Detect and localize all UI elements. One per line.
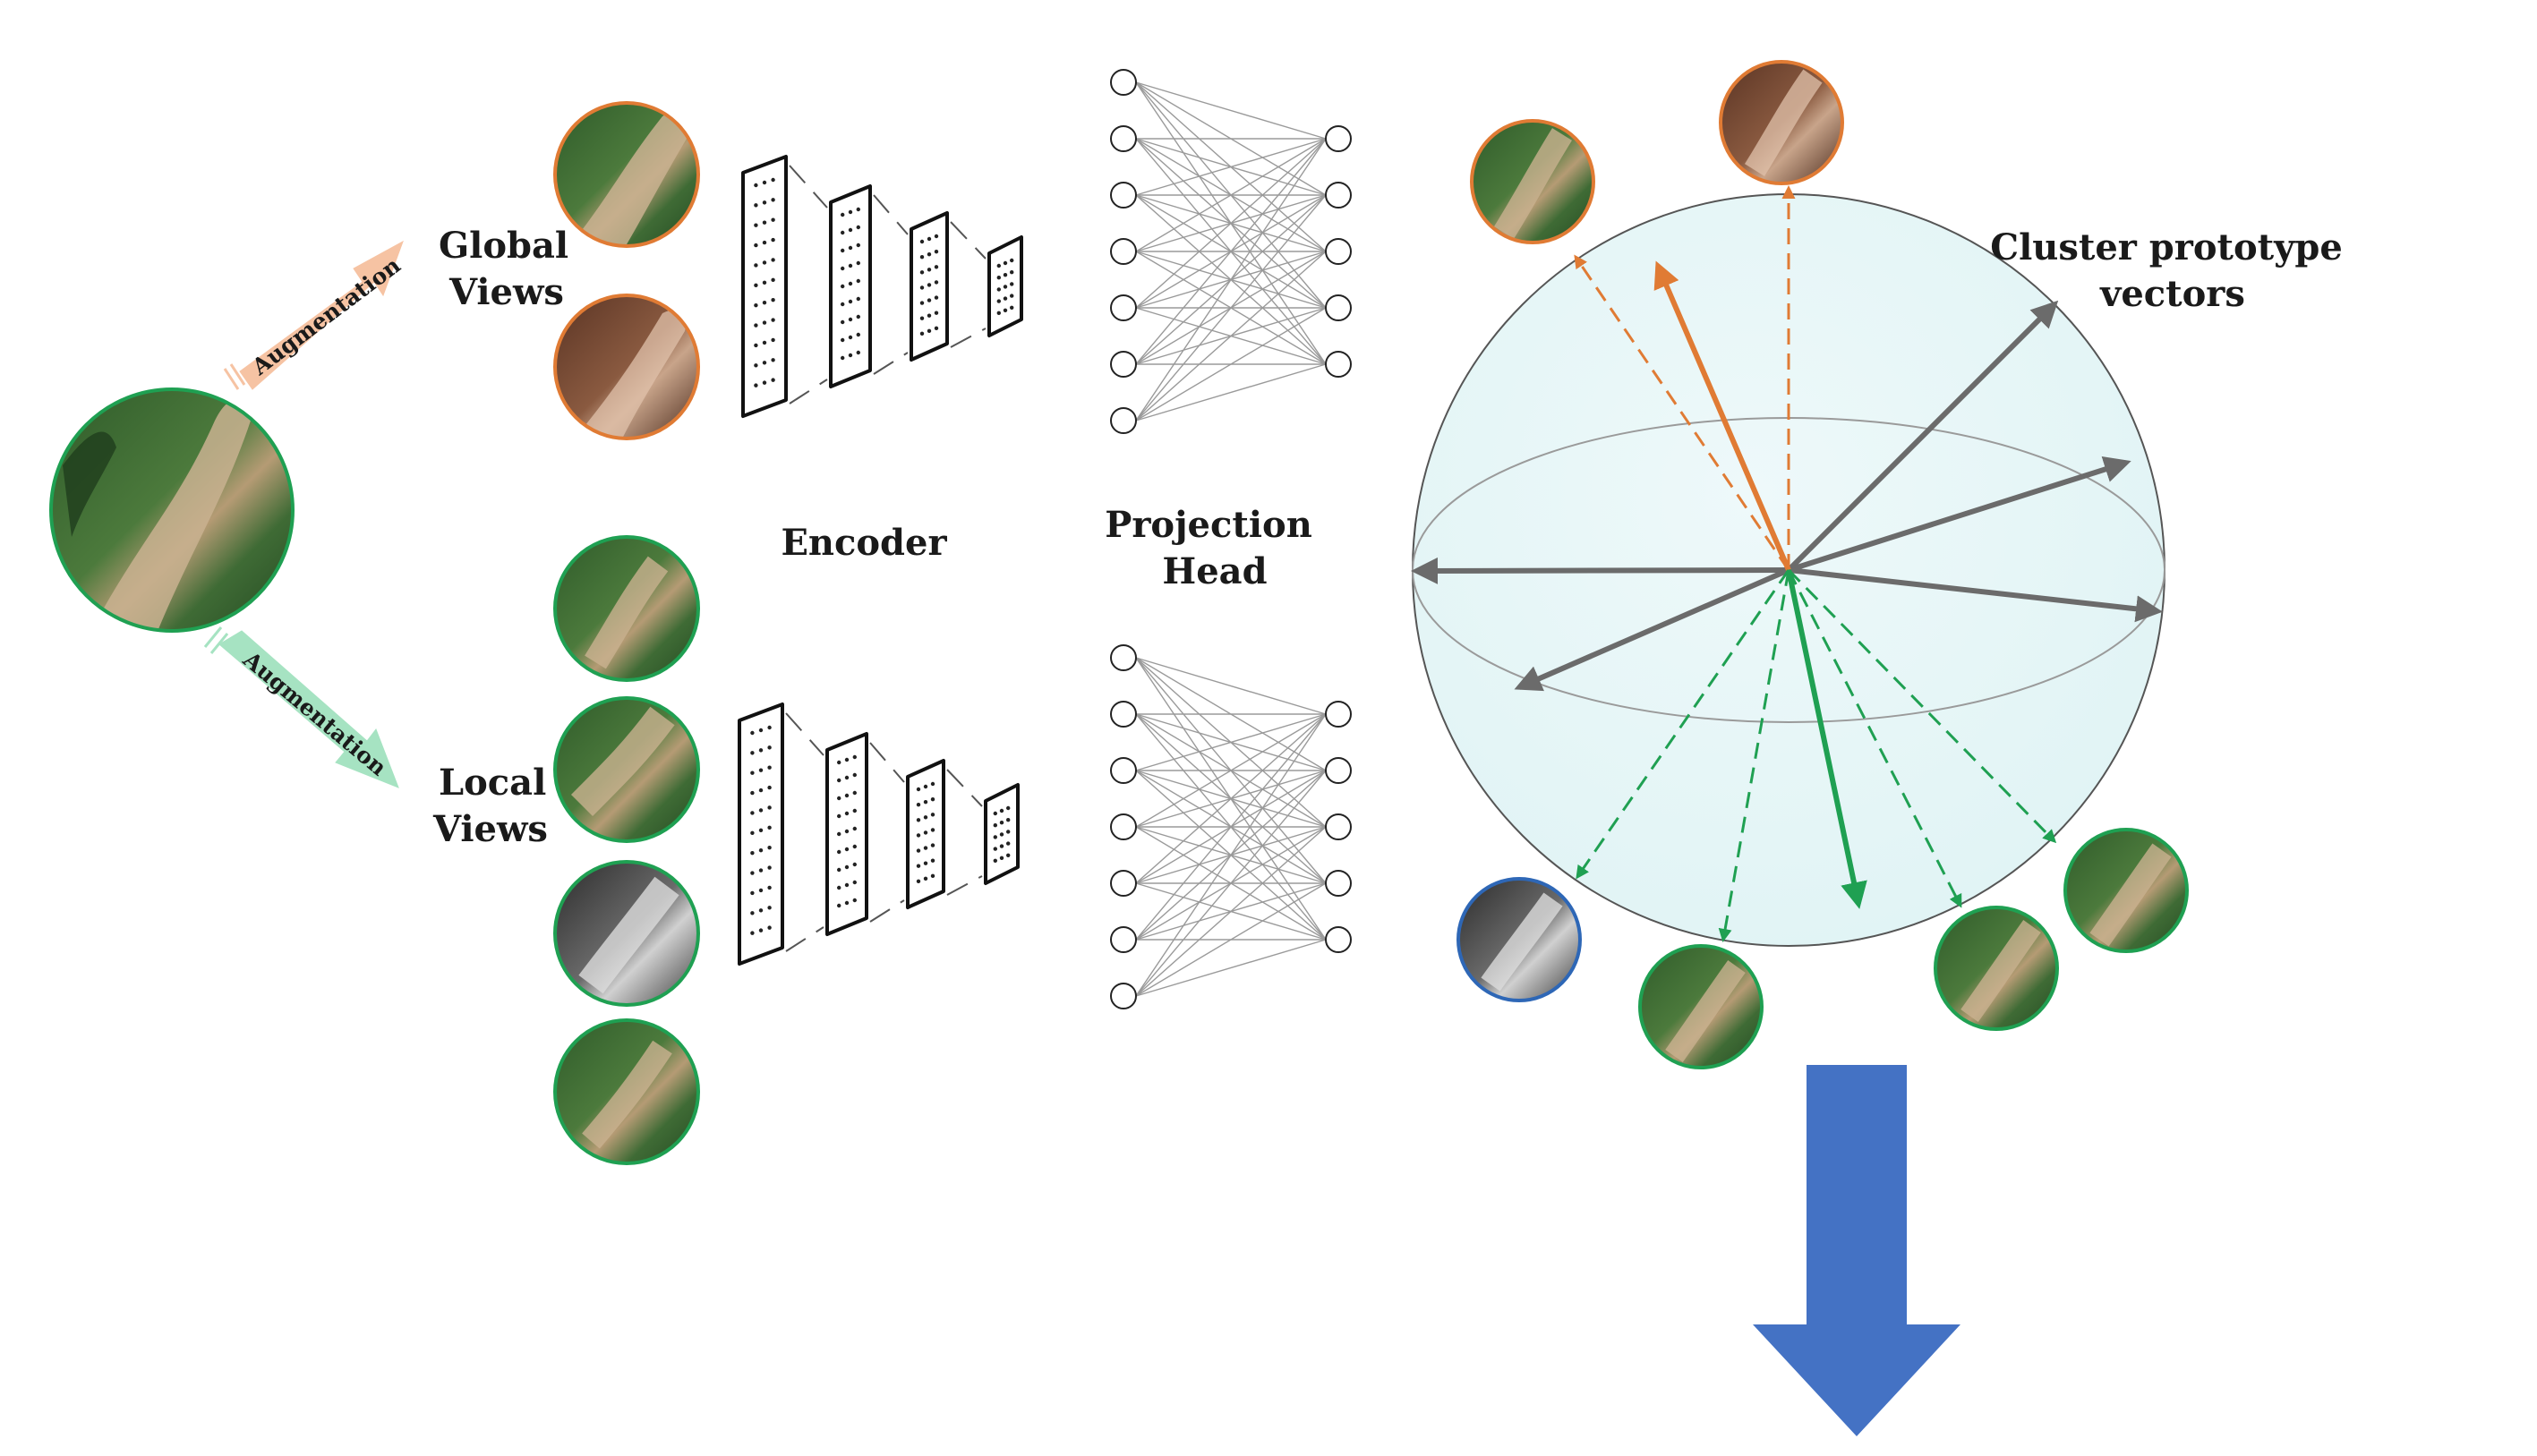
- cluster-prototypes-label: Cluster prototype vectors: [1990, 226, 2355, 315]
- sphere-thumb-bottom-3: [1934, 906, 2059, 1031]
- local-vector-dashed-4: [1787, 568, 2057, 844]
- proj-input-node-1: [1110, 69, 1137, 96]
- sphere-thumb-top-1: [1470, 119, 1595, 244]
- proj-output-node-3: [1325, 813, 1352, 840]
- encoder-top: [741, 155, 1023, 418]
- proj-output-node-5: [1325, 351, 1352, 378]
- proj-output-node-4: [1325, 870, 1352, 897]
- local-view-1: [553, 535, 700, 682]
- local-embedding-vectors: [1576, 568, 2057, 942]
- proj-input-node-3: [1110, 182, 1137, 209]
- local-view-4: [553, 1018, 700, 1165]
- prototype-vector-2: [1788, 456, 2131, 573]
- projection-head-top: [1110, 69, 1352, 434]
- proj-input-node-7: [1110, 407, 1137, 434]
- proj-input-node-1: [1110, 644, 1137, 671]
- proj-input-node-5: [1110, 294, 1137, 321]
- proj-input-node-4: [1110, 238, 1137, 265]
- global-views-label: Global Views: [439, 225, 581, 313]
- local-view-2: [553, 696, 700, 843]
- sphere-thumb-bottom-1: [1456, 877, 1582, 1002]
- local-vector-dashed-2: [1718, 569, 1790, 942]
- augmentation-arrow-top: Augmentation: [223, 240, 406, 390]
- proj-output-node-2: [1325, 757, 1352, 784]
- encoder-layer-1: [741, 155, 788, 418]
- sphere-thumb-bottom-4: [2063, 828, 2189, 953]
- global-vector-solid: [1653, 260, 1791, 572]
- global-view-2: [553, 294, 700, 440]
- proj-output-node-4: [1325, 294, 1352, 321]
- local-view-3-grayscale: [553, 860, 700, 1007]
- proj-output-node-5: [1325, 926, 1352, 953]
- sphere-thumb-bottom-2: [1638, 944, 1764, 1069]
- encoder-bottom: [738, 702, 1020, 966]
- proj-input-node-4: [1110, 813, 1137, 840]
- proj-input-node-3: [1110, 757, 1137, 784]
- proj-output-node-1: [1325, 125, 1352, 152]
- proj-input-node-6: [1110, 351, 1137, 378]
- proj-input-node-2: [1110, 125, 1137, 152]
- proj-output-node-3: [1325, 238, 1352, 265]
- augmentation-label-top: Augmentation: [246, 252, 405, 381]
- prototype-vector-4: [1411, 557, 1790, 584]
- proj-input-node-6: [1110, 926, 1137, 953]
- augmentation-label-bottom: Augmentation: [237, 646, 391, 781]
- prototype-vector-1: [1786, 300, 2059, 573]
- prototype-vector-3: [1788, 567, 2163, 623]
- encoder-layer-2: [825, 732, 868, 936]
- proj-input-node-5: [1110, 870, 1137, 897]
- encoder-layer-1: [738, 702, 784, 966]
- global-embedding-vectors: [1574, 185, 1796, 572]
- encoder-layer-2: [829, 184, 872, 388]
- source-image: [49, 387, 295, 633]
- proj-output-node-2: [1325, 182, 1352, 209]
- proj-input-node-7: [1110, 983, 1137, 1009]
- sphere-thumb-top-2: [1719, 60, 1844, 185]
- prototype-vectors: [1411, 300, 2163, 692]
- proj-input-node-2: [1110, 701, 1137, 728]
- local-vector-solid: [1786, 569, 1867, 909]
- projection-head-label: Projection Head: [1105, 504, 1324, 592]
- global-view-1: [553, 101, 700, 248]
- prototype-vector-5: [1514, 567, 1790, 692]
- local-views-label: Local Views: [432, 762, 559, 850]
- encoder-label: Encoder: [781, 522, 947, 564]
- global-vector-dashed-1: [1574, 254, 1790, 571]
- local-vector-dashed-3: [1787, 569, 1962, 908]
- proj-output-node-1: [1325, 701, 1352, 728]
- output-arrow: [1753, 1065, 1960, 1436]
- augmentation-arrow-bottom: Augmentation: [203, 626, 399, 788]
- local-vector-dashed-1: [1576, 569, 1790, 880]
- projection-head-bottom: [1110, 644, 1352, 1009]
